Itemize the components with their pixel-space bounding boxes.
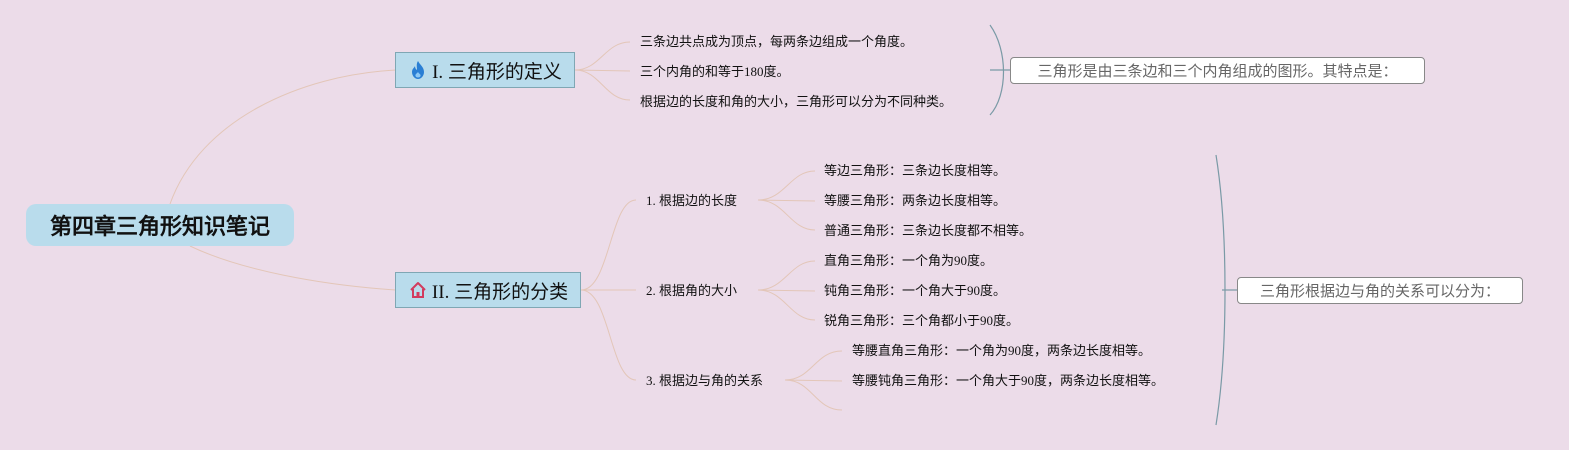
angles-item-2: 钝角三角形：一个角大于90度。 (824, 283, 1007, 298)
group-by-angles[interactable]: 2. 根据角的大小 (646, 283, 738, 298)
definition-item-2: 三个内角的和等于180度。 (640, 64, 790, 79)
fire-icon (408, 59, 428, 81)
topic-classification-title: II. 三角形的分类 (431, 281, 569, 303)
angles-item-1: 直角三角形：一个角为90度。 (824, 253, 994, 268)
sides-item-2: 等腰三角形：两条边长度相等。 (824, 193, 1007, 208)
sides-item-3: 普通三角形：三条边长度都不相等。 (824, 223, 1033, 238)
root-node[interactable]: 第四章三角形知识笔记 (26, 204, 294, 246)
classification-summary-text: 三角形根据边与角的关系可以分为： (1259, 282, 1500, 300)
topic-definition-title: I. 三角形的定义 (432, 61, 562, 83)
angles-item-3: 锐角三角形：三个角都小于90度。 (824, 313, 1020, 328)
group-by-sides[interactable]: 1. 根据边的长度 (646, 193, 738, 208)
group-by-sides-and-angles[interactable]: 3. 根据边与角的关系 (646, 373, 764, 388)
definition-summary-text: 三角形是由三条边和三个内角组成的图形。其特点是： (1037, 62, 1398, 80)
topic-classification-node[interactable]: II. 三角形的分类 (395, 272, 581, 308)
classification-summary[interactable]: 三角形根据边与角的关系可以分为： (1237, 277, 1523, 304)
definition-summary[interactable]: 三角形是由三条边和三个内角组成的图形。其特点是： (1010, 57, 1425, 84)
house-icon (408, 279, 428, 301)
root-title: 第四章三角形知识笔记 (49, 215, 270, 240)
topic-definition-node[interactable]: I. 三角形的定义 (395, 52, 575, 88)
relation-item-1: 等腰直角三角形：一个角为90度，两条边长度相等。 (852, 343, 1152, 358)
definition-item-3: 根据边的长度和角的大小，三角形可以分为不同种类。 (640, 94, 953, 109)
relation-item-2: 等腰钝角三角形：一个角大于90度，两条边长度相等。 (852, 373, 1165, 388)
definition-item-1: 三条边共点成为顶点，每两条边组成一个角度。 (640, 34, 914, 49)
sides-item-1: 等边三角形：三条边长度相等。 (824, 163, 1007, 178)
